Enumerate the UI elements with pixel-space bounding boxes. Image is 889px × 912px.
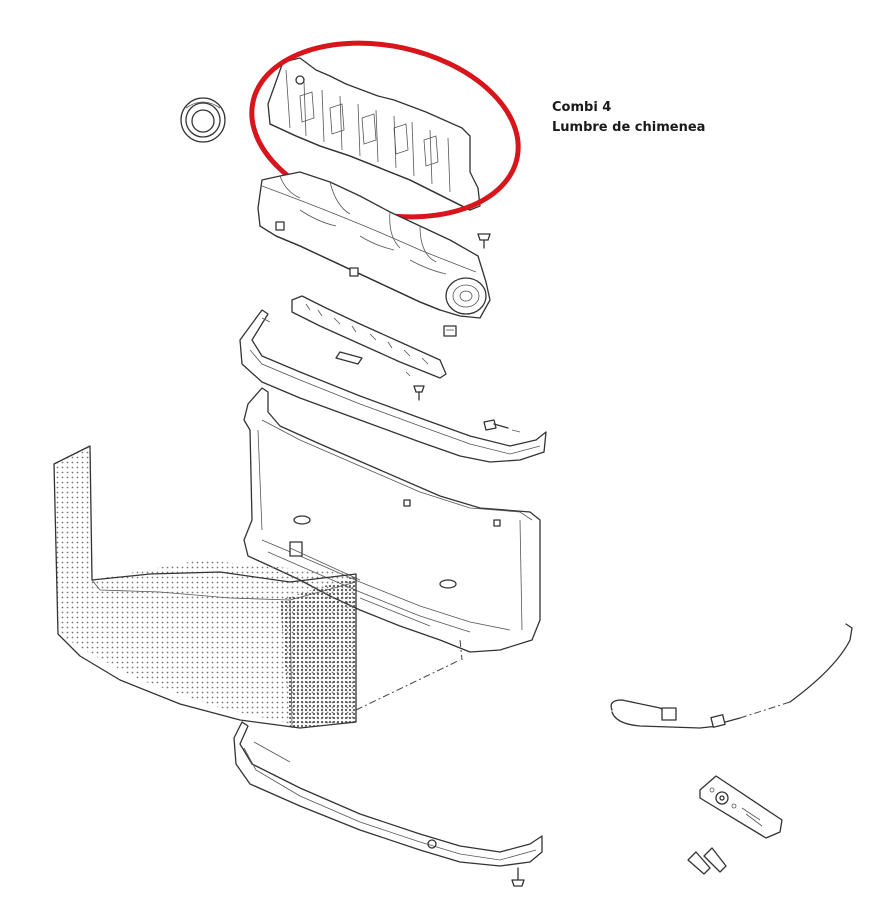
caption-model: Combi 4	[552, 100, 612, 115]
screw-4[interactable]	[511, 867, 525, 887]
screw-3[interactable]	[483, 419, 521, 433]
knob[interactable]	[180, 97, 226, 143]
screw-1[interactable]	[477, 233, 491, 249]
bottom-trim[interactable]	[233, 721, 543, 867]
log-set[interactable]	[257, 171, 491, 319]
log-bracket[interactable]	[267, 57, 481, 211]
control-board[interactable]	[291, 295, 447, 379]
power-cable[interactable]	[610, 623, 853, 729]
screw-2[interactable]	[413, 385, 425, 401]
top-trim[interactable]	[239, 309, 547, 463]
remote-control[interactable]	[699, 775, 783, 839]
caption-part-name: Lumbre de chimenea	[552, 120, 706, 135]
batteries[interactable]	[687, 847, 727, 875]
caption: Combi 4 Lumbre de chimenea	[552, 98, 705, 138]
leader-line	[355, 659, 461, 711]
leader-line	[459, 639, 463, 661]
mesh-front-panel[interactable]	[53, 445, 357, 729]
clip[interactable]	[443, 325, 457, 337]
